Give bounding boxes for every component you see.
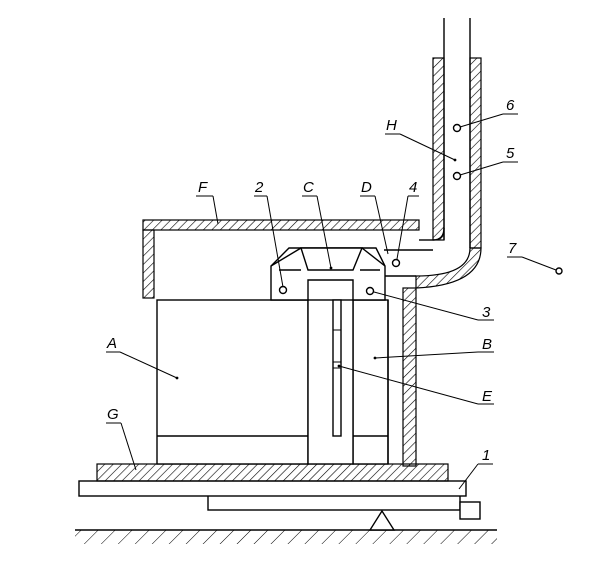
sensor-7 <box>555 267 563 275</box>
label-e: E <box>482 388 493 405</box>
sensor-4 <box>391 258 401 268</box>
sensor-2 <box>278 285 288 295</box>
label-g: G <box>107 406 119 423</box>
container-a <box>156 299 309 465</box>
label-7: 7 <box>508 240 517 257</box>
label-1: 1 <box>482 447 490 464</box>
sensor-3 <box>365 286 375 296</box>
base-plate-g <box>96 463 449 482</box>
labels: F 2 C D 4 H 6 5 7 3 B E A G 1 <box>106 97 517 464</box>
label-a: A <box>106 335 117 352</box>
label-b: B <box>482 336 492 353</box>
sample-column-e <box>307 299 354 465</box>
label-f: F <box>198 179 208 196</box>
container-b <box>352 299 389 465</box>
label-4: 4 <box>409 179 417 196</box>
exhaust-duct-h <box>384 18 482 289</box>
label-6: 6 <box>506 97 515 114</box>
label-5: 5 <box>506 145 515 162</box>
hood-f <box>142 219 420 467</box>
weighing-lever <box>207 494 481 531</box>
platform-1 <box>78 480 467 497</box>
label-c: C <box>303 179 314 196</box>
fan-housing-c <box>270 247 386 301</box>
label-3: 3 <box>482 304 491 321</box>
sensors <box>278 123 563 296</box>
leader-lines <box>106 113 557 490</box>
label-d: D <box>361 179 372 196</box>
counterweight <box>459 501 481 520</box>
sensor-6 <box>452 123 462 133</box>
label-2: 2 <box>254 179 264 196</box>
label-h: H <box>386 117 397 134</box>
sensor-5 <box>452 171 462 181</box>
ground <box>75 529 497 544</box>
